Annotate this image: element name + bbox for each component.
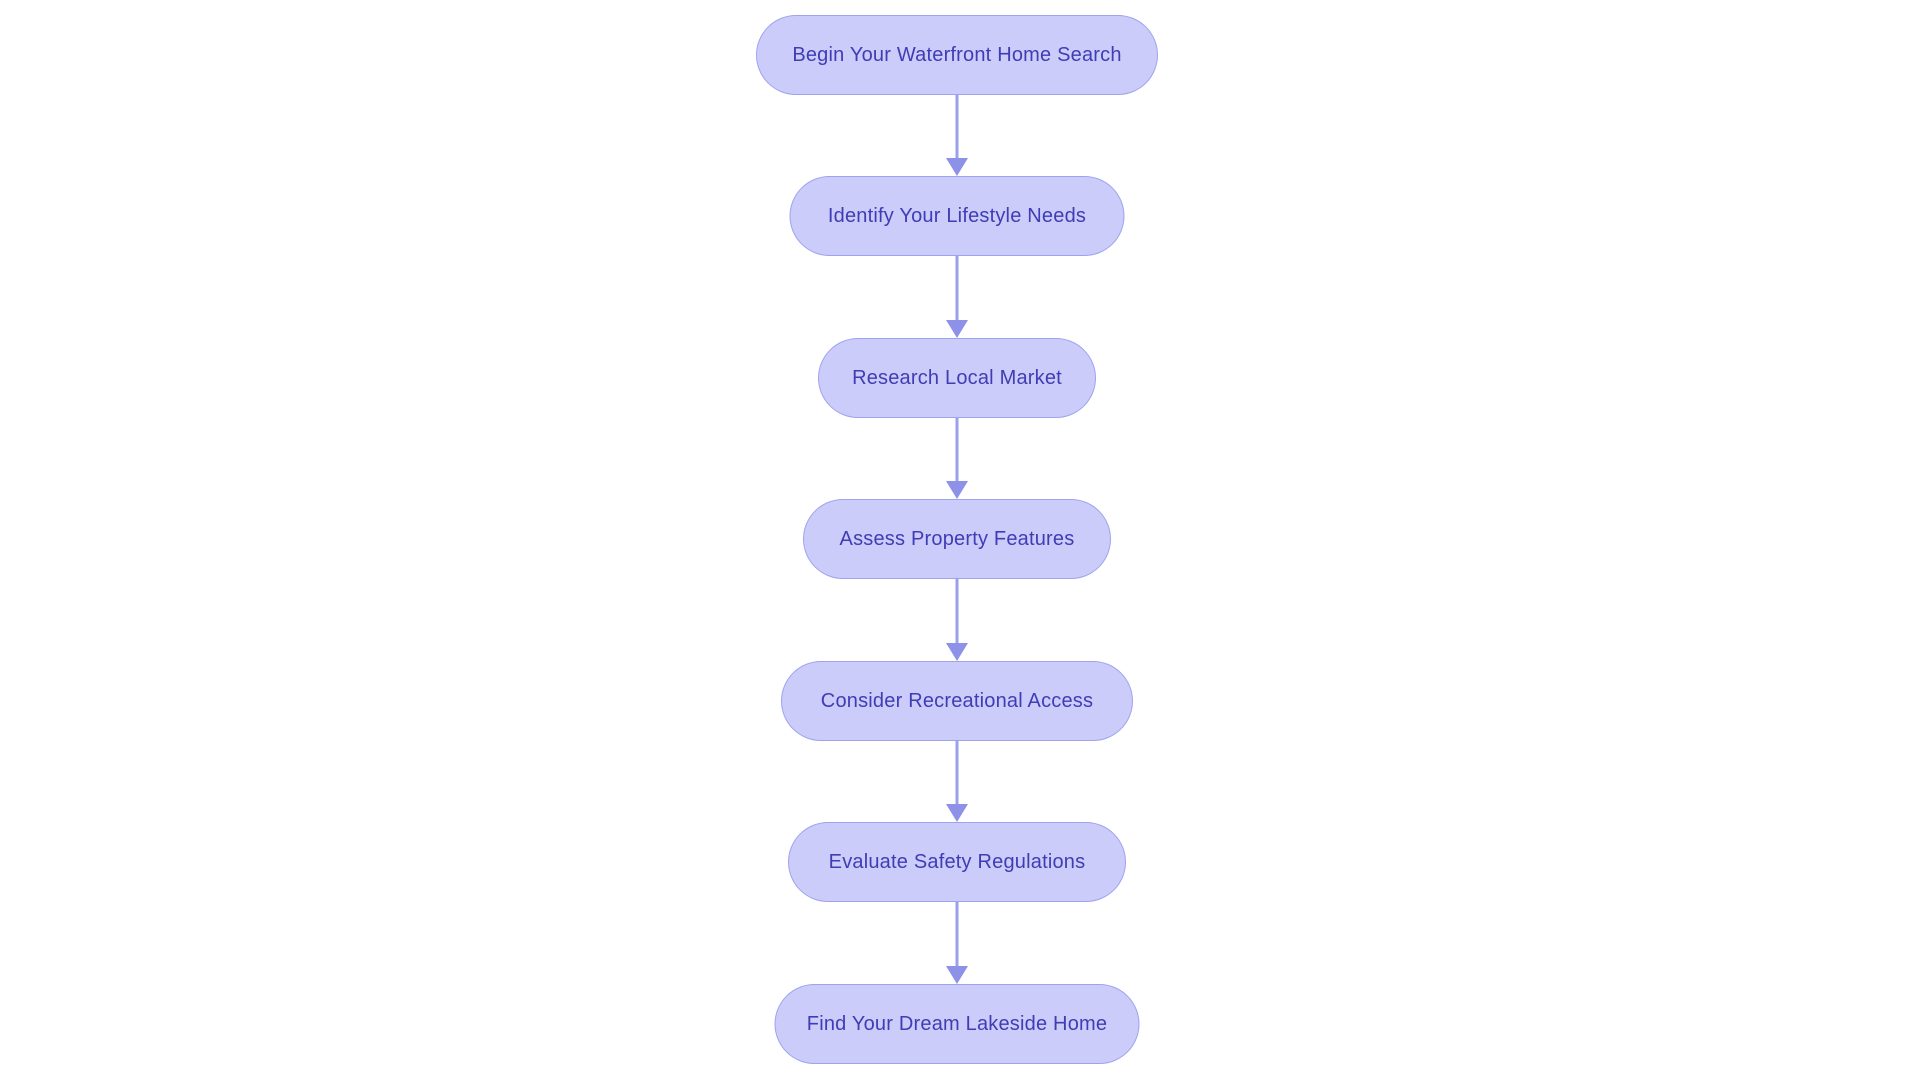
node-label: Research Local Market bbox=[852, 366, 1062, 389]
flow-arrow-5-6 bbox=[946, 741, 968, 822]
arrow-line bbox=[955, 418, 959, 486]
arrowhead-down-icon bbox=[946, 158, 968, 176]
flow-arrow-4-5 bbox=[946, 579, 968, 661]
arrowhead-down-icon bbox=[946, 966, 968, 984]
arrow-line bbox=[955, 579, 959, 648]
node-label: Begin Your Waterfront Home Search bbox=[792, 43, 1122, 66]
arrowhead-down-icon bbox=[946, 804, 968, 822]
flow-node-property-features: Assess Property Features bbox=[803, 499, 1111, 579]
flow-node-dream-home: Find Your Dream Lakeside Home bbox=[774, 984, 1140, 1064]
flow-node-begin-search: Begin Your Waterfront Home Search bbox=[756, 15, 1158, 95]
flow-node-safety-regulations: Evaluate Safety Regulations bbox=[788, 822, 1126, 902]
arrow-line bbox=[955, 741, 959, 809]
flow-node-recreational-access: Consider Recreational Access bbox=[781, 661, 1133, 741]
arrowhead-down-icon bbox=[946, 643, 968, 661]
arrowhead-down-icon bbox=[946, 320, 968, 338]
node-label: Find Your Dream Lakeside Home bbox=[806, 1012, 1108, 1035]
flow-arrow-2-3 bbox=[946, 256, 968, 338]
arrowhead-down-icon bbox=[946, 481, 968, 499]
arrow-line bbox=[955, 95, 959, 163]
node-label: Assess Property Features bbox=[839, 527, 1075, 550]
flow-node-lifestyle-needs: Identify Your Lifestyle Needs bbox=[789, 176, 1125, 256]
node-label: Evaluate Safety Regulations bbox=[828, 850, 1086, 873]
arrow-line bbox=[955, 902, 959, 971]
flow-arrow-1-2 bbox=[946, 95, 968, 176]
node-label: Consider Recreational Access bbox=[820, 689, 1094, 712]
flow-arrow-6-7 bbox=[946, 902, 968, 984]
arrow-line bbox=[955, 256, 959, 325]
flow-arrow-3-4 bbox=[946, 418, 968, 499]
node-label: Identify Your Lifestyle Needs bbox=[827, 204, 1087, 227]
flow-node-research-market: Research Local Market bbox=[818, 338, 1096, 418]
